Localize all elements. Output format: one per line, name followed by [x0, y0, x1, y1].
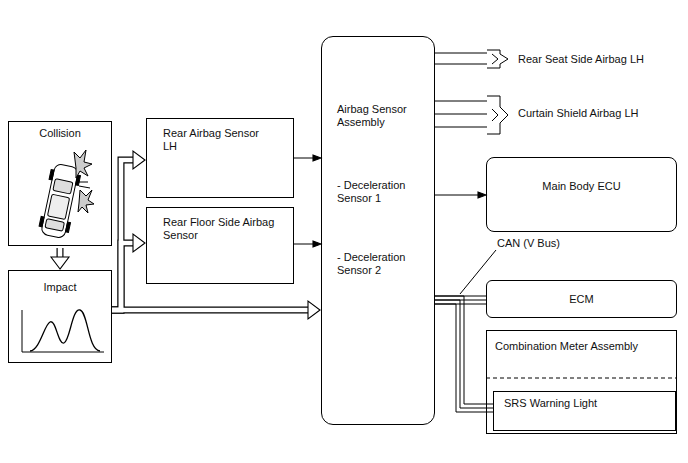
connector	[435, 195, 479, 196]
squib-symbol	[486, 95, 513, 135]
node-text: - Deceleration Sensor 1	[337, 179, 419, 205]
wheel	[39, 216, 44, 226]
hollow-outline-layer	[60, 160, 309, 310]
car-roof	[47, 194, 69, 219]
impact-graph	[22, 310, 104, 352]
node-text: Curtain Shield Airbag LH	[518, 107, 676, 120]
hollow-arrow-outline	[112, 243, 134, 310]
connector-path	[294, 158, 314, 159]
wire	[435, 304, 493, 412]
connector-path	[112, 310, 309, 311]
impact-burst	[74, 150, 92, 178]
node-text: Rear Seat Side Airbag LH	[518, 53, 666, 66]
arrowhead	[478, 192, 486, 198]
node-text: - Deceleration Sensor 2	[337, 251, 419, 277]
arrowhead	[313, 241, 321, 247]
hollow-arrow-outline	[112, 307, 309, 314]
connector-path	[435, 195, 479, 196]
hollow-arrow-fill	[112, 308, 309, 313]
wheel	[49, 169, 54, 179]
hollow-fill-layer	[60, 160, 309, 310]
connector	[60, 248, 61, 258]
squib-outline	[487, 96, 508, 134]
wire	[435, 300, 493, 408]
wire	[435, 114, 487, 115]
sensor-box: Rear Floor Side Airbag Sensor	[146, 207, 294, 284]
dashed-divider	[486, 378, 677, 379]
wire	[435, 64, 487, 65]
sensor-box: Rear Airbag Sensor LH	[146, 118, 294, 198]
wire	[435, 296, 493, 404]
hollow-arrow-fill	[112, 160, 134, 310]
squib-item: Rear Seat Side Airbag LH	[486, 49, 666, 69]
connector-path	[112, 160, 134, 310]
squib-item: Curtain Shield Airbag LH	[486, 95, 676, 135]
arrowhead	[133, 151, 145, 169]
connector-path	[294, 244, 314, 245]
wire	[435, 127, 487, 128]
connector-path	[112, 243, 134, 310]
impact-lines	[78, 182, 90, 188]
impact-burst	[78, 190, 94, 213]
node-text: Impact	[13, 281, 107, 294]
rear-window	[45, 219, 64, 232]
connector	[435, 53, 487, 64]
node-text: Collision	[13, 127, 107, 140]
node-text: Rear Airbag Sensor LH	[163, 127, 268, 153]
wire	[435, 53, 487, 54]
connector	[294, 244, 314, 245]
windshield	[53, 179, 73, 194]
wire	[435, 101, 487, 102]
event-box: Impact	[8, 270, 112, 363]
wheel	[66, 222, 71, 232]
squib-symbol	[486, 49, 513, 69]
arrowhead	[308, 301, 320, 319]
connector	[294, 158, 314, 159]
connector	[435, 101, 487, 127]
leader-line	[460, 250, 496, 294]
car-body	[41, 163, 79, 238]
warning-light-box: SRS Warning Light	[493, 391, 676, 431]
node-text: Rear Floor Side Airbag Sensor	[163, 216, 283, 242]
event-box: Collision	[8, 121, 112, 246]
ecu-box: Main Body ECU	[486, 157, 677, 232]
hollow-arrow-outline	[112, 160, 134, 310]
connector	[112, 160, 134, 310]
bus-label: CAN (V Bus)	[495, 237, 562, 250]
ecu-box: ECM	[486, 280, 677, 318]
arrowhead	[133, 234, 145, 252]
graph-curve	[30, 310, 100, 351]
arrowhead	[313, 155, 321, 161]
arrowhead	[51, 257, 69, 269]
graph-axes	[22, 310, 104, 352]
node-text: Airbag Sensor Assembly	[337, 103, 419, 129]
node-text: SRS Warning Light	[504, 397, 665, 410]
control-unit-box: Airbag Sensor Assembly - Deceleration Sen…	[321, 36, 435, 425]
connector	[112, 243, 134, 310]
squib-outline	[487, 50, 508, 68]
meter-box: Combination Meter AssemblySRS Warning Li…	[486, 330, 677, 434]
node-text: ECM	[493, 293, 670, 306]
node-text: Main Body ECU	[493, 180, 670, 193]
connector	[435, 296, 493, 412]
hollow-arrow-fill	[112, 243, 134, 310]
node-text: Combination Meter Assembly	[495, 340, 668, 353]
connector-path	[60, 248, 61, 258]
car-illustration	[38, 150, 94, 239]
arrowhead-layer	[51, 151, 486, 319]
connector	[112, 310, 309, 311]
